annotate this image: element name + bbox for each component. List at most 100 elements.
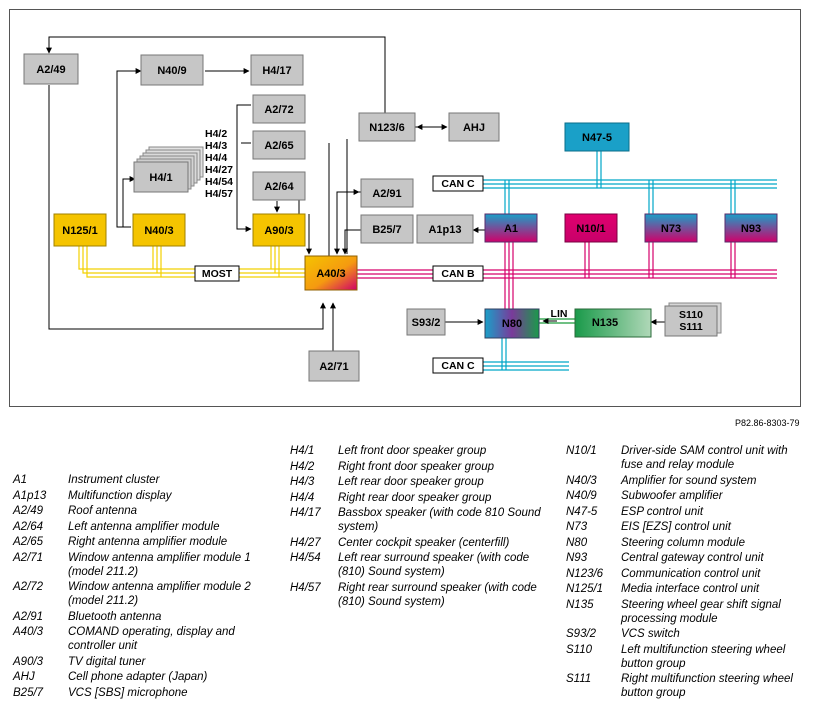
can-b-drops — [504, 242, 736, 309]
module-a1p13: A1p13 — [416, 214, 474, 244]
svg-text:MOST: MOST — [202, 268, 233, 280]
legend-description: Central gateway control unit — [621, 552, 764, 564]
legend-description: Right front door speaker group — [338, 460, 494, 473]
legend-code: N40/3 — [566, 474, 597, 487]
legend-description: VCS [SBS] microphone — [68, 686, 188, 699]
speaker-label-5: H4/54 — [205, 176, 233, 188]
module-a2-65: A2/65 — [252, 130, 306, 160]
svg-text:CAN C: CAN C — [441, 360, 475, 372]
legend-description: VCS switch — [621, 628, 680, 640]
legend-code: S110 — [566, 643, 593, 656]
legend-code: AHJ — [13, 671, 35, 683]
legend-description: Left rear door speaker group — [338, 476, 484, 488]
speaker-label-1: H4/2 — [205, 128, 227, 140]
legend-description: Left front door speaker group — [338, 445, 487, 457]
svg-text:N47-5: N47-5 — [582, 132, 612, 144]
svg-text:N73: N73 — [661, 223, 681, 235]
svg-text:A2/49: A2/49 — [36, 64, 65, 76]
legend-code: N93 — [566, 552, 588, 564]
bus-label-can-b: CAN B — [432, 265, 484, 282]
legend-description: Left antenna amplifier module — [68, 520, 220, 533]
svg-text:N135: N135 — [592, 317, 618, 329]
svg-text:AHJ: AHJ — [463, 122, 485, 134]
legend-description: Window antenna amplifier module 1 (model… — [68, 551, 251, 578]
legend-description: Window antenna amplifier module 2 (model… — [68, 581, 251, 607]
svg-text:N40/9: N40/9 — [157, 65, 186, 77]
svg-text:N80: N80 — [502, 318, 522, 330]
legend-code: A1p13 — [13, 489, 47, 502]
legend-description: Right rear surround speaker (with code (… — [338, 581, 537, 608]
svg-text:A2/65: A2/65 — [264, 140, 293, 152]
network-diagram: A2/49 N40/9 H4/17 A2/72 A2/65 A2/64 H4/1… — [23, 36, 778, 382]
svg-text:A40/3: A40/3 — [316, 268, 345, 280]
legend-description: Steering wheel gear shift signal process… — [621, 598, 781, 625]
legend-description: Instrument cluster — [68, 474, 160, 486]
module-n135: N135 — [574, 308, 652, 338]
legend-code: S93/2 — [566, 628, 597, 640]
bus-label-lin: LIN — [551, 308, 568, 320]
svg-text:H4/1: H4/1 — [149, 172, 172, 184]
legend-code: B25/7 — [13, 686, 44, 699]
svg-text:S110: S110 — [679, 309, 703, 321]
legend-entry: A2/72 Window antenna amplifier module 2 (… — [13, 580, 268, 608]
legend-code: H4/27 — [290, 536, 321, 549]
module-ahj: AHJ — [448, 112, 500, 142]
module-n93: N93 — [724, 213, 778, 243]
legend-code: A1 — [13, 474, 28, 486]
svg-text:A2/91: A2/91 — [372, 188, 401, 200]
bus-label-can-c-bottom: CAN C — [432, 357, 484, 374]
bus-label-can-c-top: CAN C — [432, 175, 484, 192]
svg-text:A2/72: A2/72 — [264, 104, 293, 116]
svg-text:A90/3: A90/3 — [264, 225, 293, 237]
legend-description: Driver-side SAM control unit with fuse a… — [621, 445, 788, 471]
svg-text:CAN C: CAN C — [441, 178, 475, 190]
legend-description: COMAND operating, display and controller… — [68, 626, 235, 652]
legend-description: Left multifunction steering wheel button… — [621, 643, 786, 670]
legend-code: A2/65 — [13, 536, 44, 548]
svg-text:H4/17: H4/17 — [262, 65, 291, 77]
legend-entry: S110 Left multifunction steering wheel bu… — [566, 643, 811, 671]
svg-text:A1p13: A1p13 — [428, 224, 461, 236]
speaker-group-labels: H4/2 H4/3 H4/4 H4/27 H4/54 H4/57 — [205, 128, 233, 200]
can-c-bus-top — [437, 179, 777, 189]
legend-description: Left rear surround speaker (with code (8… — [338, 552, 530, 578]
legend-entry: A2/64 Left antenna amplifier module — [13, 520, 268, 534]
speaker-label-4: H4/27 — [205, 164, 233, 176]
module-a2-71: A2/71 — [308, 350, 360, 382]
legend-code: A2/91 — [13, 610, 44, 623]
legend-code: A2/72 — [13, 581, 44, 593]
legend-code: A2/64 — [13, 520, 44, 533]
bus-label-most: MOST — [194, 265, 240, 282]
module-h4-17: H4/17 — [250, 54, 304, 86]
speaker-label-3: H4/4 — [205, 152, 227, 164]
module-n73: N73 — [644, 213, 698, 243]
legend-code: N123/6 — [566, 567, 604, 580]
module-n47-5: N47-5 — [564, 122, 630, 152]
legend-description: Right rear door speaker group — [338, 491, 492, 504]
svg-text:B25/7: B25/7 — [372, 224, 401, 236]
legend-description: Bassbox speaker (with code 810 Sound sys… — [338, 507, 541, 533]
legend-entry: B25/7 VCS [SBS] microphone — [13, 686, 268, 700]
svg-text:CAN B: CAN B — [441, 268, 475, 280]
svg-text:N93: N93 — [741, 223, 761, 235]
can-c-drops — [501, 151, 736, 370]
module-s110-s111: S110 S111 — [664, 302, 722, 337]
module-b25-7: B25/7 — [360, 214, 414, 244]
svg-text:S93/2: S93/2 — [412, 317, 441, 329]
